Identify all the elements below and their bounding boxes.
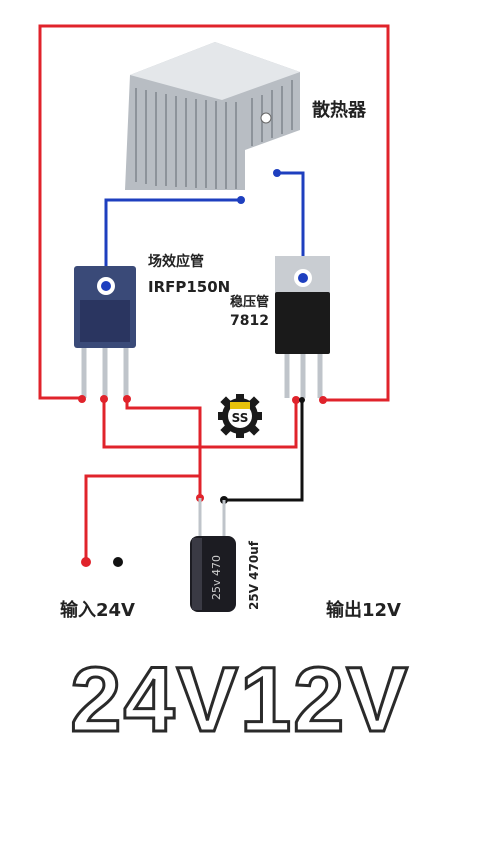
- heatsink: [125, 42, 300, 190]
- red-wires: [38, 24, 390, 561]
- regulator: [275, 256, 330, 398]
- mosfet-name-label: 场效应管: [148, 253, 204, 270]
- capacitor-print: 25v 470: [210, 555, 223, 600]
- diy-logo: SS: [218, 394, 262, 438]
- input-negative-terminal: [113, 557, 123, 567]
- junction-dots: [78, 169, 327, 504]
- capacitor-value-label: 25V 470uf: [247, 540, 261, 610]
- mosfet: [74, 266, 136, 398]
- output-label: 输出12V: [326, 599, 401, 621]
- input-label: 输入24V: [60, 599, 135, 621]
- logo-text: SS: [232, 411, 249, 425]
- blue-wires: [104, 171, 305, 286]
- title-banner: 24V12V: [69, 648, 410, 753]
- capacitor: 25v 470: [190, 498, 236, 612]
- black-wires: [224, 400, 304, 502]
- regulator-name-label: 稳压管: [230, 294, 269, 310]
- regulator-model-label: 7812: [230, 313, 269, 329]
- mosfet-model-label: IRFP150N: [148, 278, 230, 296]
- input-positive-terminal: [81, 557, 91, 567]
- heatsink-label: 散热器: [312, 99, 367, 121]
